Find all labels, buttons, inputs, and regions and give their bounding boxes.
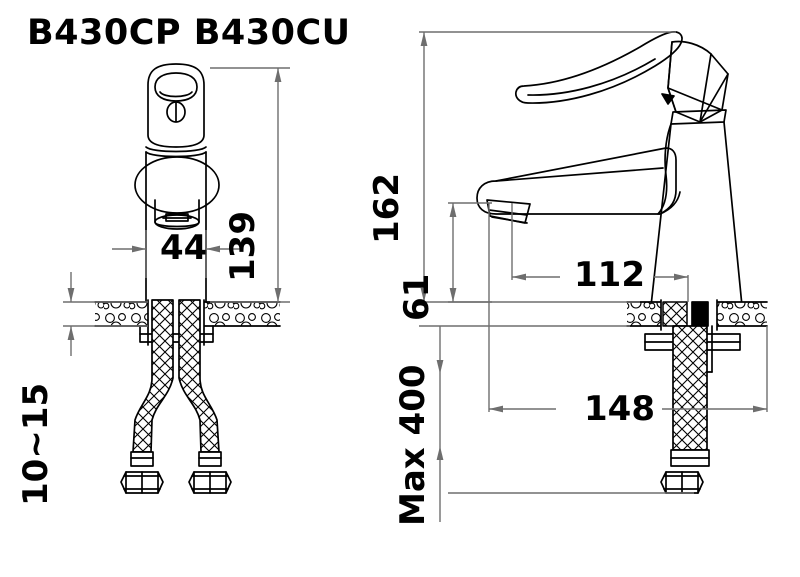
dimension-label-10-15: 10~15 <box>16 382 56 506</box>
dimension-label-139: 139 <box>223 211 263 282</box>
dimension-lines <box>63 31 768 522</box>
dim-148 <box>488 203 768 413</box>
dim-max-400 <box>419 325 694 522</box>
supply-hoses-front <box>120 299 232 494</box>
dimension-label-44: 44 <box>160 228 208 268</box>
dim-61 <box>448 202 492 303</box>
page-title: B430CP B430CU <box>27 13 351 53</box>
dimension-label-162: 162 <box>367 173 407 244</box>
supply-hose-side <box>660 325 710 494</box>
dimension-label-112: 112 <box>574 255 645 295</box>
dim-112 <box>511 203 689 302</box>
dimension-label-148: 148 <box>584 389 655 429</box>
front-view-faucet <box>94 63 281 494</box>
dim-44 <box>112 230 242 278</box>
dim-139 <box>210 67 290 303</box>
side-view-faucet <box>476 31 768 494</box>
dim-10-15 <box>63 272 148 356</box>
dimension-label-max-400: Max 400 <box>393 364 433 526</box>
dimension-label-61: 61 <box>397 273 437 321</box>
